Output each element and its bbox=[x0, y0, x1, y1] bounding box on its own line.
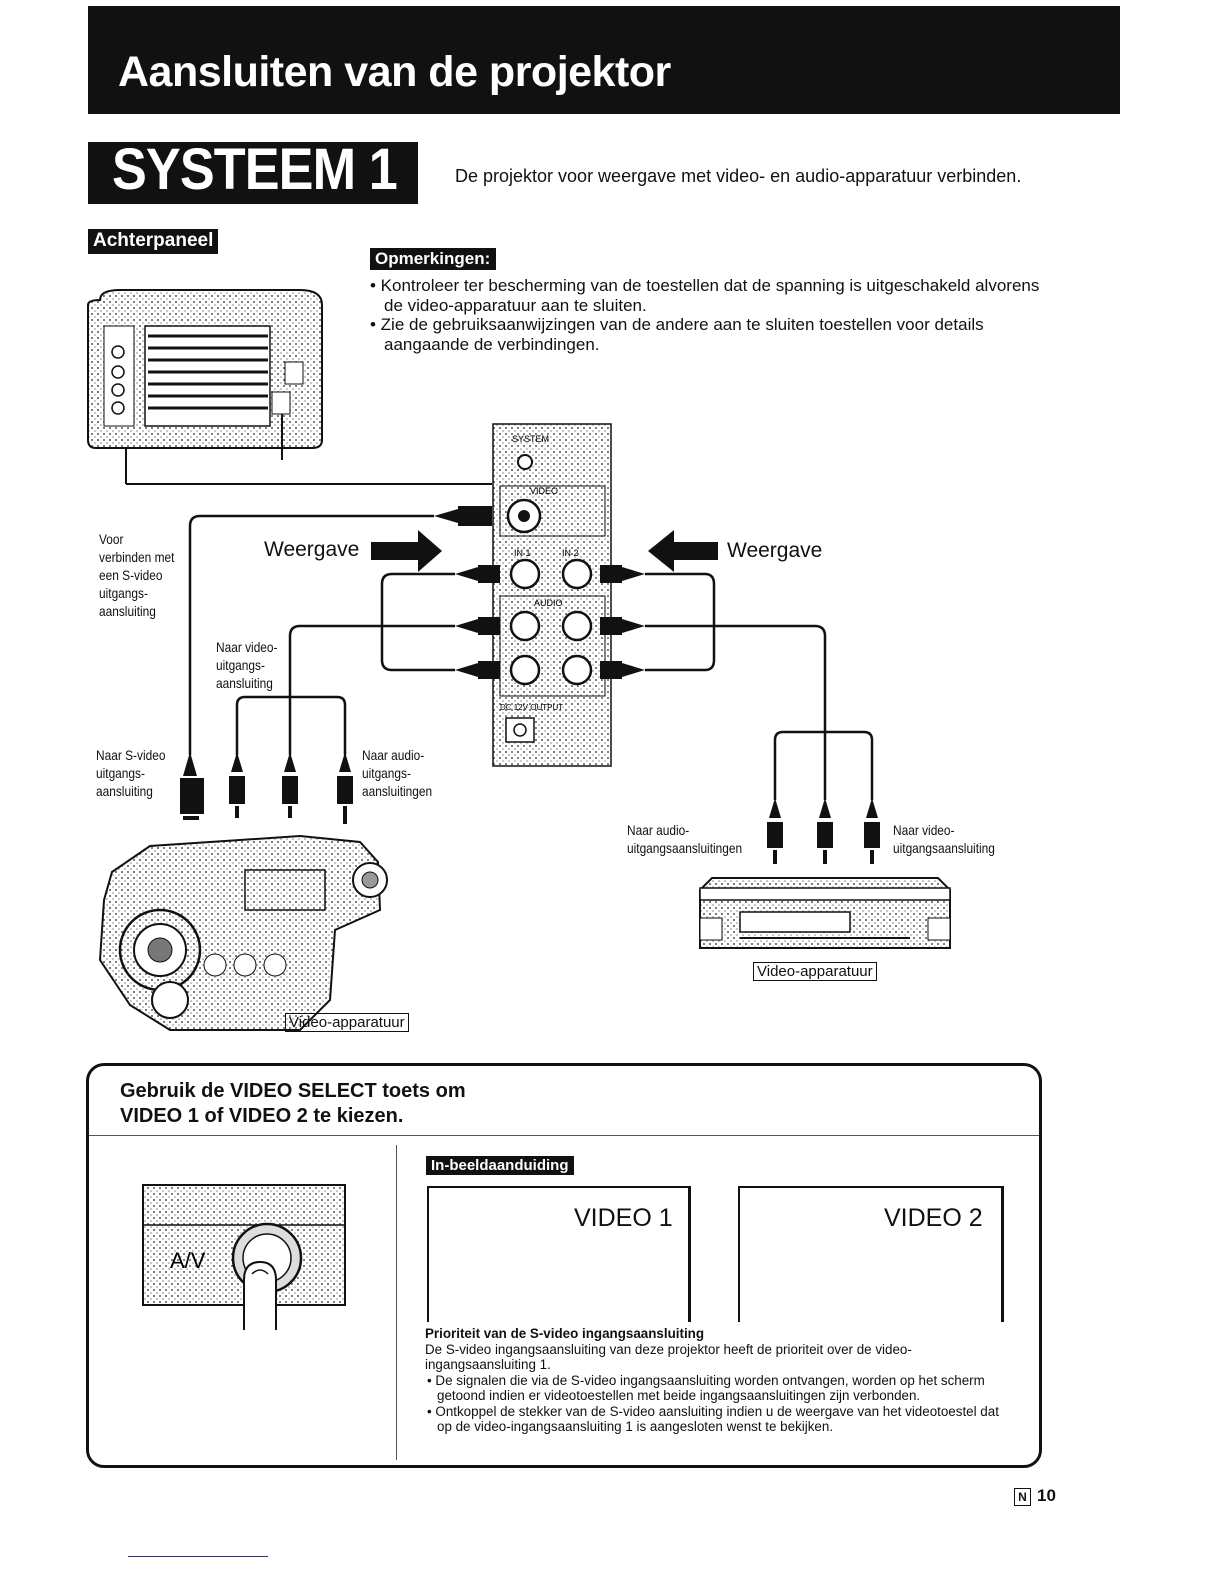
page-title: Aansluiten van de projektor bbox=[118, 48, 671, 96]
weergave-left-label: Weergave bbox=[264, 538, 360, 561]
rear-panel-tag: Achterpaneel bbox=[88, 229, 219, 254]
panel-dc-output-label: DC 12V OUTPUT bbox=[500, 703, 563, 712]
page-number-value: 10 bbox=[1037, 1486, 1056, 1505]
projector-rear-illustration bbox=[87, 289, 492, 485]
av-label: A/V bbox=[170, 1248, 206, 1273]
panel-in2-label: IN 2 bbox=[562, 548, 579, 558]
weergave-arrows bbox=[371, 530, 718, 572]
osd-screen-video2-text: VIDEO 2 bbox=[884, 1204, 983, 1232]
camcorder-illustration bbox=[98, 834, 388, 1031]
video-select-frame bbox=[86, 1063, 1042, 1468]
title-bar bbox=[88, 6, 1120, 114]
osd-tag: In-beeldaanduiding bbox=[426, 1156, 574, 1175]
panel-audio-label: AUDIO bbox=[534, 598, 563, 608]
notes-tag: Opmerkingen: bbox=[370, 248, 497, 270]
cables bbox=[188, 514, 874, 800]
osd-screen-video1-text: VIDEO 1 bbox=[574, 1204, 673, 1232]
priority-text: De S-video ingangsaansluiting van deze p… bbox=[425, 1341, 912, 1373]
svideo-out-label: Naar S-video uitgangs- aansluiting bbox=[96, 747, 166, 799]
audio-out-left-label: Naar audio- uitgangs- aansluitingen bbox=[362, 747, 433, 799]
av-button-illustration: A/V bbox=[142, 1184, 346, 1330]
camera-plugs bbox=[180, 752, 353, 824]
priority-block: Prioriteit van de S-video ingangsaanslui… bbox=[425, 1326, 1003, 1435]
priority-bullet: • De signalen die via de S-video ingangs… bbox=[427, 1372, 985, 1404]
audio-out-right-label: Naar audio- uitgangsaansluitingen bbox=[627, 822, 743, 856]
footer-line bbox=[128, 1556, 268, 1557]
panel-system-label: SYSTEM bbox=[512, 434, 549, 444]
priority-title: Prioriteit van de S-video ingangsaanslui… bbox=[425, 1326, 705, 1341]
column-divider bbox=[396, 1145, 397, 1460]
panel-plugs bbox=[434, 506, 645, 679]
svideo-note-label: Voor verbinden met een S-video uitgangs-… bbox=[99, 531, 175, 619]
equipment-right-label: Video-apparatuur bbox=[753, 962, 877, 981]
terminal-panel bbox=[492, 423, 612, 767]
osd-screen-video1 bbox=[427, 1186, 691, 1322]
video-out-right-label: Naar video- uitgangsaansluiting bbox=[893, 822, 995, 856]
section-title: SYSTEEM 1 bbox=[112, 137, 398, 202]
note-item: • Zie de gebruiksaanwijzingen van de and… bbox=[370, 315, 984, 354]
priority-bullet: • Ontkoppel de stekker van de S-video aa… bbox=[427, 1403, 999, 1435]
section-divider bbox=[89, 1135, 1039, 1136]
video-select-heading: Gebruik de VIDEO SELECT toets om VIDEO 1… bbox=[120, 1080, 466, 1127]
video-out-left-label: Naar video- uitgangs- aansluiting bbox=[216, 639, 278, 691]
system-badge bbox=[88, 142, 418, 204]
panel-in1-label: IN 1 bbox=[514, 548, 531, 558]
osd-screen-video2 bbox=[738, 1186, 1004, 1322]
panel-video-label: VIDEO bbox=[530, 486, 558, 496]
vcr-illustration bbox=[699, 877, 951, 949]
note-item: • Kontroleer ter bescherming van de toes… bbox=[370, 276, 1040, 315]
language-code: N bbox=[1014, 1487, 1031, 1506]
intro-text: De projektor voor weergave met video- en… bbox=[455, 166, 1022, 186]
page-number: N 10 bbox=[1014, 1486, 1056, 1506]
connection-diagram: SYSTEM VIDEO IN 1 IN 2 AUDIO DC 12V OUTP… bbox=[87, 289, 951, 1031]
weergave-right-label: Weergave bbox=[727, 539, 823, 562]
notes-list: • Kontroleer ter bescherming van de toes… bbox=[368, 276, 1058, 354]
equipment-left-label: Video-apparatuur bbox=[285, 1013, 409, 1032]
vcr-plugs bbox=[767, 798, 880, 864]
